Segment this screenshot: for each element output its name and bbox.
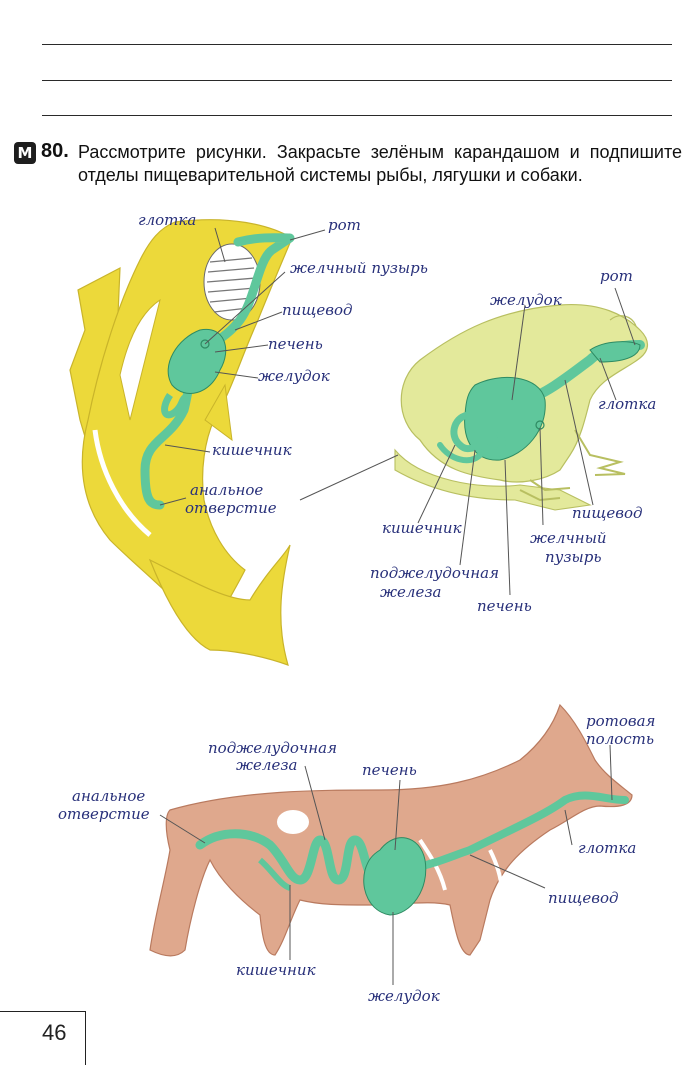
dog-label-esophagus: пищевод [548, 889, 619, 907]
dog-label-intestine: кишечник [236, 961, 316, 979]
fish-label-liver: печень [268, 335, 323, 353]
dog-label-oral-2: полость [586, 730, 655, 748]
dog-label-pancreas-1: поджелудочная [208, 739, 338, 757]
dog-label-oral-1: ротовая [586, 712, 656, 730]
frog-label-pancreas-1: поджелудочная [370, 564, 500, 582]
dog-label-liver: печень [362, 761, 417, 779]
dog-label-pharynx: глотка [578, 839, 637, 857]
leader-lines [159, 227, 636, 985]
dog-drawing [149, 703, 633, 957]
frog-label-liver: печень [477, 597, 532, 615]
frog-label-mouth: рот [600, 267, 633, 285]
fish-label-mouth: рот [328, 216, 361, 234]
dog-label-pancreas-2: железа [236, 756, 298, 774]
fish-label-esophagus: пищевод [282, 301, 353, 319]
frog-drawing [394, 303, 649, 511]
frog-label-gallbladder-1: желчный [530, 529, 607, 547]
dog-label-anus-2: отверстие [58, 805, 150, 823]
fish-drawing [69, 219, 295, 666]
fish-label-stomach: желудок [258, 367, 330, 385]
task-text: Рассмотрите рисунки. Закрасьте зелёным к… [78, 142, 682, 186]
frog-label-intestine: кишечник [382, 519, 462, 537]
fish-label-anus-1: анальное [190, 481, 264, 499]
frog-label-esophagus: пищевод [572, 504, 643, 522]
dog-label-anus-1: анальное [72, 787, 146, 805]
fish-label-gallbladder: желчный пузырь [290, 259, 428, 277]
frog-label-pharynx: глотка [598, 395, 657, 413]
dog-label-stomach: желудок [368, 987, 440, 1005]
fish-label-pharynx: глотка [138, 211, 197, 229]
frog-label-gallbladder-2: пузырь [545, 548, 602, 566]
answer-line-2 [42, 80, 672, 81]
fish-label-anus-2: отверстие [185, 499, 277, 517]
page-number: 46 [0, 1011, 86, 1065]
task-number: 80. [41, 140, 69, 162]
frog-label-stomach: желудок [490, 291, 562, 309]
frog-label-pancreas-2: железа [380, 583, 442, 601]
m-badge-icon: М [14, 142, 36, 164]
fish-label-intestine: кишечник [212, 441, 292, 459]
answer-line-1 [42, 44, 672, 45]
answer-line-3 [42, 115, 672, 116]
